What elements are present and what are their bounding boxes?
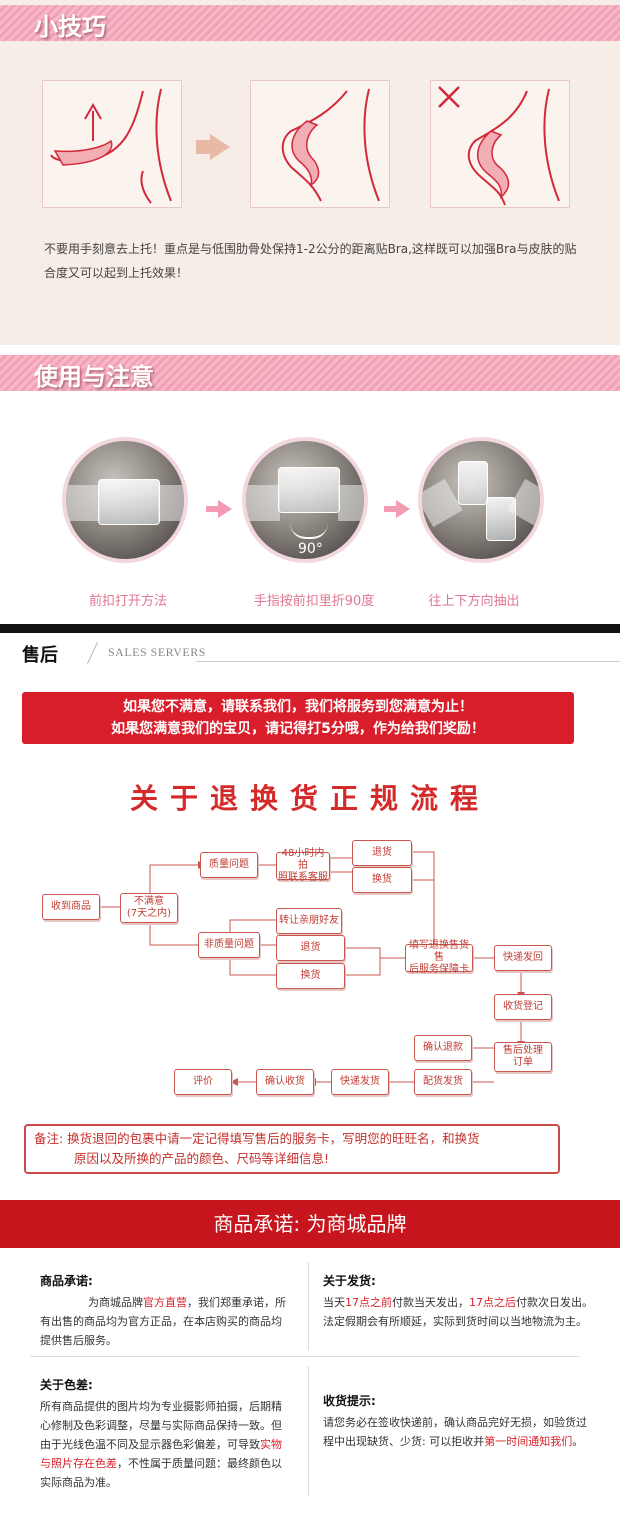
arrow-right-icon — [206, 500, 232, 518]
clasp-part-a — [458, 461, 488, 505]
flow-exchange-a: 换货 — [352, 867, 412, 893]
promise-text-1c: ，我们郑重承诺，所有出售的商品均为官方正品，在本店购买的商品均提供售后服务。 — [40, 1296, 286, 1347]
after-sales-header: 售后 SALES SERVERS — [0, 624, 620, 666]
promise-block-3: 关于色差: 所有商品提供的图片均为专业摄影师拍摄，后期精心修制及色彩调整，尽量与… — [40, 1376, 290, 1492]
tips-header: 小技巧 — [0, 5, 620, 41]
promise-text-2a: 当天 — [323, 1296, 345, 1309]
promise-text-3b: 实物与照片存在色差 — [40, 1438, 282, 1470]
strap-left — [66, 485, 100, 521]
flow-title: 关于退换货正规流程 — [129, 782, 490, 815]
usage-title: 使用与注意 — [34, 362, 154, 391]
arrow-shaft — [196, 140, 210, 154]
banner-line-2: 如果您满意我们的宝贝，请记得打5分哦，作为给我们奖励！ — [111, 721, 485, 737]
after-sales-subtitle: SALES SERVERS — [108, 645, 206, 659]
tip-illustration-1 — [42, 80, 182, 208]
usage-photo-1 — [62, 437, 188, 563]
promise-divider-v2 — [308, 1366, 309, 1496]
usage-caption-2: 手指按前扣里折90度 — [253, 594, 375, 609]
flow-contact: 48小时内拍 照联系客服 — [276, 848, 330, 883]
strap-right — [338, 485, 364, 521]
promise-block-2: 关于发货: 当天17点之前付款当天发出，17点之后付款次日发出。法定假期会有所顺… — [323, 1272, 593, 1331]
flow-quality: 质量问题 — [200, 852, 258, 878]
rotate-arrow-icon — [290, 523, 328, 539]
promise-text-1b: 官方直营 — [143, 1296, 187, 1309]
flow-unsatisfied: 不满意 (7天之内) — [120, 893, 178, 923]
promise-text-2b: 17点之前 — [345, 1296, 392, 1309]
promise-block-4: 收货提示: 请您务必在签收快递前，确认商品完好无损，如验货过程中出现缺货、少货:… — [323, 1392, 593, 1451]
after-sales-note: 备注: 换货退回的包裹中请一定记得填写售后的服务卡，写明您的旺旺名，和换货 原因… — [24, 1124, 560, 1174]
strap-left — [422, 478, 463, 528]
satisfaction-banner: 如果您不满意，请联系我们，我们将服务到您满意为止！ 如果您满意我们的宝贝，请记得… — [22, 692, 574, 744]
promise-title-1: 商品承诺: — [40, 1274, 93, 1288]
clasp-fold — [278, 467, 340, 513]
promise-block-1: 商品承诺: 为商城品牌官方直营，我们郑重承诺，所有出售的商品均为官方正品，在本店… — [40, 1272, 290, 1350]
promise-text-3c: ，不性属于质量问题：最终颜色以实际商品为准。 — [40, 1457, 282, 1489]
usage-caption-1: 前扣打开方法 — [88, 594, 167, 609]
promise-text-4c: 。 — [572, 1435, 584, 1448]
tip-illustration-2 — [250, 80, 390, 208]
flow-receive: 收到商品 — [42, 894, 100, 920]
flow-fill-line2: 后服务保障卡 — [409, 964, 469, 975]
promise-text-3a: 所有商品提供的图片均为专业摄影师拍摄，后期精心修制及色彩调整，尽量与实际商品保持… — [40, 1400, 282, 1451]
clasp-open — [98, 479, 160, 525]
flow-resend: 配货发货 — [414, 1069, 472, 1095]
strap-left — [246, 485, 280, 521]
flow-contact-line2: 照联系客服 — [278, 872, 328, 883]
flow-refund: 确认退款 — [414, 1035, 472, 1061]
flow-fill-card: 填写退换售货售 后服务保障卡 — [405, 940, 473, 975]
after-sales-title: 售后 — [22, 645, 58, 666]
usage-photo-2: 90° — [242, 437, 368, 563]
flow-return-a: 退货 — [352, 840, 412, 866]
promise-divider-v1 — [308, 1262, 309, 1350]
promise-text-2e: 付款次日发出。法定假期会有所顺延，实际到货时间以当地物流为主。 — [323, 1296, 593, 1328]
promise-title-2: 关于发货: — [323, 1274, 376, 1288]
flow-process-line2: 订单 — [513, 1057, 533, 1068]
flow-contact-line1: 48小时内拍 — [281, 848, 325, 871]
angle-label: 90° — [298, 541, 323, 557]
flow-unsatisfied-line1: 不满意 — [134, 896, 164, 907]
promise-title-3: 关于色差: — [40, 1378, 93, 1392]
strap-right — [158, 485, 184, 521]
promise-text-2c: 付款当天发出， — [392, 1296, 469, 1309]
flow-review: 评价 — [174, 1069, 232, 1095]
flow-process-line1: 售后处理 — [503, 1045, 543, 1056]
promise-divider-h — [30, 1356, 580, 1357]
flow-return-b: 退货 — [276, 935, 345, 961]
flow-receipt: 收货登记 — [494, 994, 552, 1020]
flow-non-quality: 非质量问题 — [198, 932, 260, 958]
usage-photo-3 — [418, 437, 544, 563]
tips-section: 小技巧 不要用手刻意去上托！重点是与低围肋骨处保持1-2公分的距离贴Bra,这样… — [0, 0, 620, 345]
promise-text-4b: 第一时间通知我们 — [484, 1435, 573, 1448]
header-rule — [196, 661, 620, 662]
flow-process: 售后处理 订单 — [494, 1042, 552, 1072]
promise-banner: 商品承诺: 为商城品牌 — [0, 1200, 620, 1248]
note-line-1: 备注: 换货退回的包裹中请一定记得填写售后的服务卡，写明您的旺旺名，和换货 — [34, 1131, 480, 1146]
note-line-2: 原因以及所换的产品的颜色、尺码等详细信息! — [74, 1151, 330, 1166]
arrow-right-icon — [384, 500, 410, 518]
usage-header: 使用与注意 — [0, 355, 620, 391]
flow-express-send: 快递发货 — [331, 1069, 389, 1095]
promise-text-2d: 17点之后 — [469, 1296, 516, 1309]
tips-title: 小技巧 — [34, 12, 106, 41]
flow-confirm: 确认收货 — [256, 1069, 314, 1095]
header-divider — [86, 641, 99, 665]
usage-caption-3: 往上下方向抽出 — [428, 594, 520, 609]
promise-title-4: 收货提示: — [323, 1394, 376, 1408]
arrow-right-icon — [210, 134, 230, 160]
tips-text: 不要用手刻意去上托！重点是与低围肋骨处保持1-2公分的距离贴Bra,这样既可以加… — [44, 242, 577, 280]
promise-text-1a: 为商城品牌 — [88, 1296, 143, 1309]
flow-exchange-b: 换货 — [276, 963, 345, 989]
banner-line-1: 如果您不满意，请联系我们，我们将服务到您满意为止！ — [123, 699, 473, 715]
flow-fill-line1: 填写退换售货售 — [409, 940, 469, 963]
flow-express-back: 快递发回 — [494, 945, 552, 971]
promise-text-4a: 请您务必在签收快递前，确认商品完好无损，如验货过程中出现缺货、少货: 可以拒收并 — [323, 1416, 587, 1448]
clasp-part-b — [486, 497, 516, 541]
flow-gift: 转让亲朋好友 — [276, 908, 342, 934]
tip-illustration-3 — [430, 80, 570, 208]
flow-unsatisfied-line2: (7天之内) — [126, 908, 172, 919]
